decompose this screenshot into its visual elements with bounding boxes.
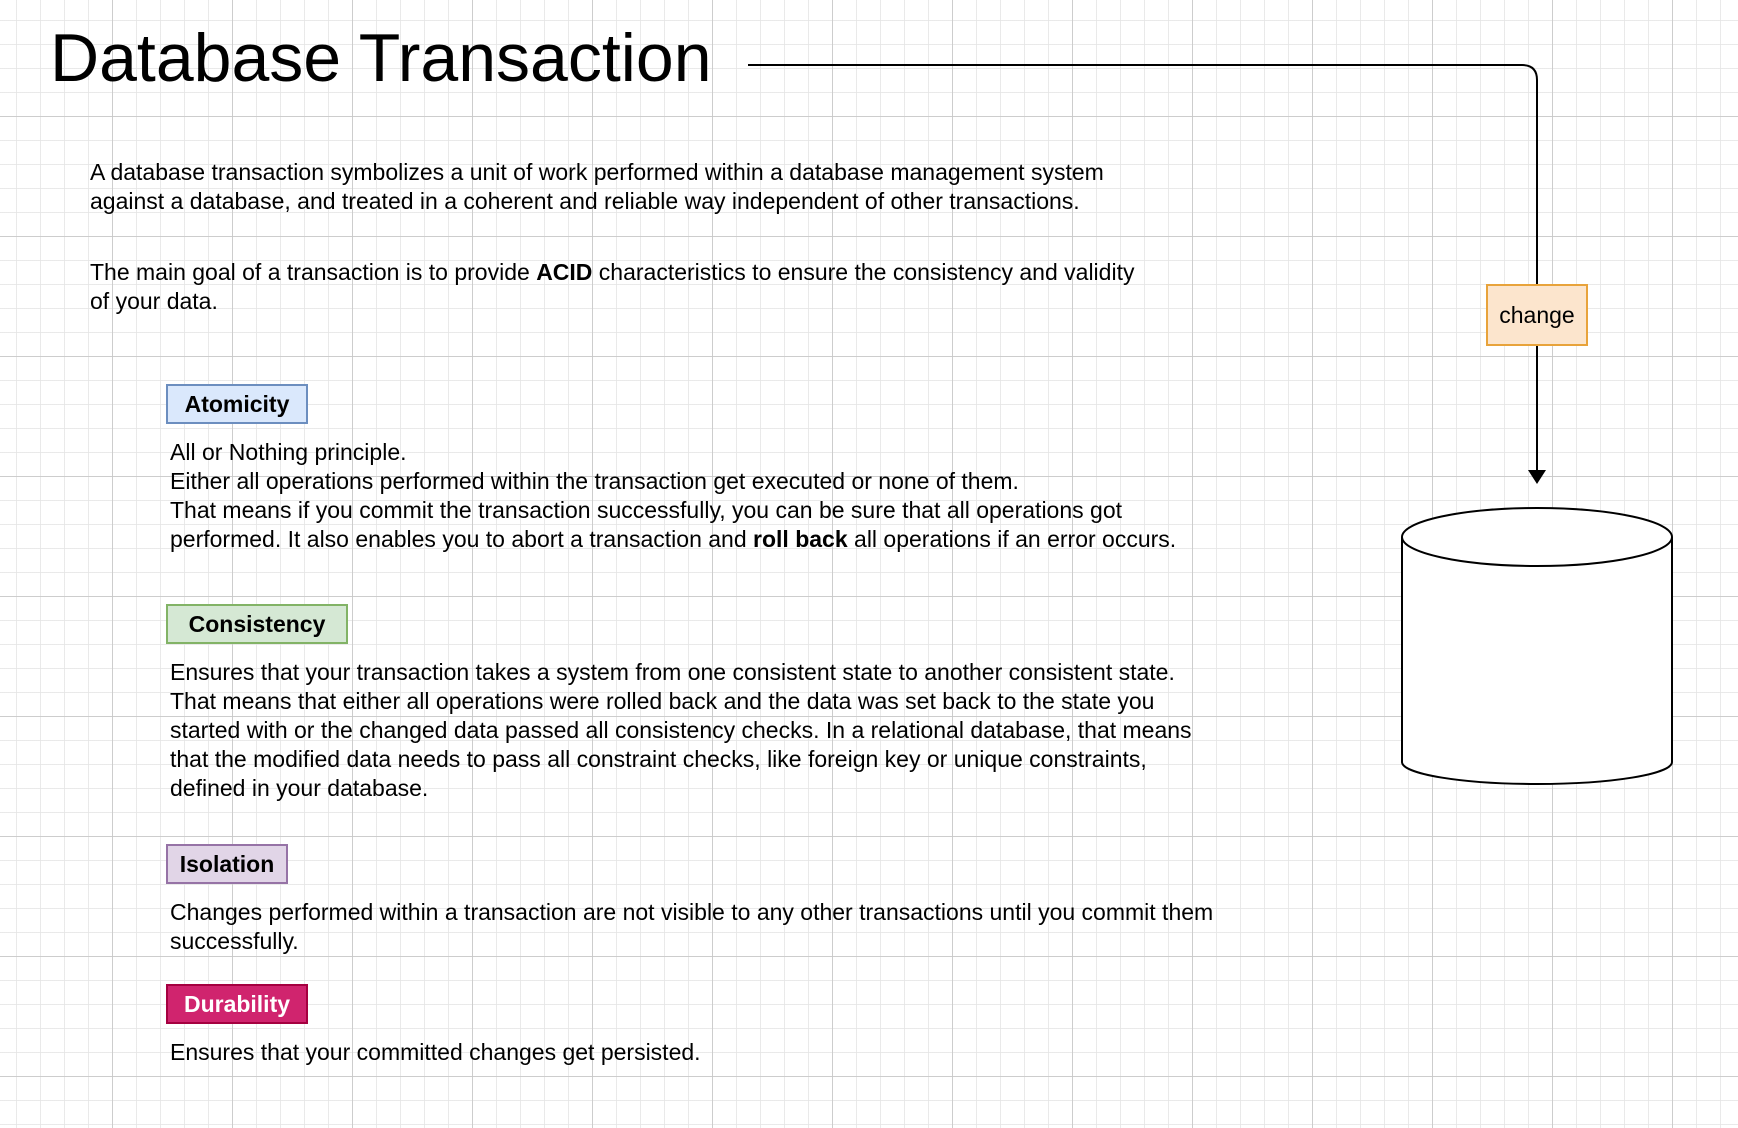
goal-paragraph: The main goal of a transaction is to pro… xyxy=(90,258,1134,316)
isolation-line-1: Changes performed within a transaction a… xyxy=(170,899,1214,925)
durability-label: Durability xyxy=(166,984,308,1024)
roll-back-bold-text: roll back xyxy=(753,526,848,552)
consistency-line-5: defined in your database. xyxy=(170,775,429,801)
arrow-down-icon xyxy=(1528,470,1546,484)
consistency-line-2: That means that either all operations we… xyxy=(170,688,1155,714)
goal-text: characteristics to ensure the consistenc… xyxy=(592,259,1135,285)
change-connector-label: change xyxy=(1486,284,1588,346)
atomicity-line-3: That means if you commit the transaction… xyxy=(170,497,1122,523)
isolation-description: Changes performed within a transaction a… xyxy=(170,898,1213,956)
atomicity-line-2: Either all operations performed within t… xyxy=(170,468,1019,494)
consistency-line-3: started with or the changed data passed … xyxy=(170,717,1192,743)
isolation-line-2: successfully. xyxy=(170,928,299,954)
acid-bold-text: ACID xyxy=(536,259,593,285)
atomicity-description: All or Nothing principle. Either all ope… xyxy=(170,438,1176,554)
page-title: Database Transaction xyxy=(50,20,712,96)
goal-line-2: of your data. xyxy=(90,288,218,314)
consistency-line-1: Ensures that your transaction takes a sy… xyxy=(170,659,1175,685)
consistency-label: Consistency xyxy=(166,604,348,644)
title-to-database-connector xyxy=(748,64,1538,478)
atomicity-line-4: performed. It also enables you to abort … xyxy=(170,525,1176,554)
atomicity-text: all operations if an error occurs. xyxy=(847,526,1177,552)
database-cylinder-icon xyxy=(1401,507,1673,785)
intro-line-1: A database transaction symbolizes a unit… xyxy=(90,159,1104,185)
atomicity-text: performed. It also enables you to abort … xyxy=(170,526,754,552)
isolation-label: Isolation xyxy=(166,844,288,884)
atomicity-label: Atomicity xyxy=(166,384,308,424)
durability-line-1: Ensures that your committed changes get … xyxy=(170,1039,701,1065)
consistency-line-4: that the modified data needs to pass all… xyxy=(170,746,1147,772)
consistency-description: Ensures that your transaction takes a sy… xyxy=(170,658,1192,803)
goal-line-1: The main goal of a transaction is to pro… xyxy=(90,258,1134,287)
intro-line-2: against a database, and treated in a coh… xyxy=(90,188,1080,214)
atomicity-line-1: All or Nothing principle. xyxy=(170,439,407,465)
durability-description: Ensures that your committed changes get … xyxy=(170,1038,701,1067)
goal-text: The main goal of a transaction is to pro… xyxy=(90,259,537,285)
intro-paragraph: A database transaction symbolizes a unit… xyxy=(90,158,1104,216)
